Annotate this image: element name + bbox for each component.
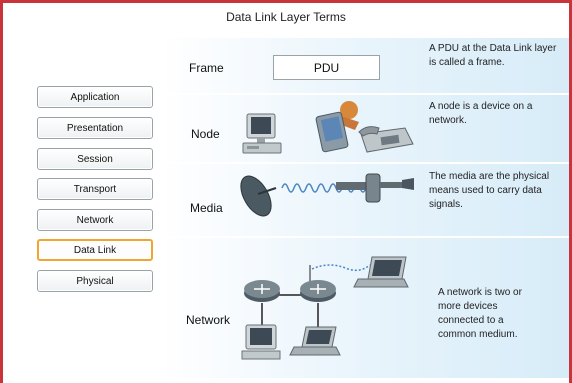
frame-label: Frame: [189, 61, 224, 75]
media-description-line: signals.: [429, 199, 463, 210]
frame-description-line: A PDU at the Data Link layer: [429, 43, 557, 54]
node-description-line: network.: [429, 115, 467, 126]
media-description-line: The media are the physical: [429, 171, 550, 182]
media-row-band: [160, 164, 569, 236]
router-icon: [300, 280, 336, 302]
satellite-dish-icon: [240, 175, 277, 217]
frame-description: A PDU at the Data Link layer is called a…: [429, 42, 556, 70]
layer-button-transport[interactable]: Transport: [37, 178, 153, 200]
router-icon: [244, 280, 280, 302]
network-description: A network is two or more devices connect…: [438, 286, 522, 342]
network-description-line: common medium.: [438, 329, 518, 340]
node-description: A node is a device on a network.: [429, 100, 532, 128]
pdu-box: PDU: [273, 55, 380, 80]
laptop-icon: [353, 256, 409, 288]
frame-description-line: is called a frame.: [429, 57, 505, 68]
layer-button-presentation[interactable]: Presentation: [37, 117, 153, 139]
node-description-line: A node is a device on a: [429, 101, 533, 112]
media-description: The media are the physical means used to…: [429, 170, 549, 212]
network-label: Network: [186, 313, 231, 327]
network-description-line: A network is two or: [438, 287, 522, 298]
computer-icon: [241, 324, 281, 360]
layer-button-network[interactable]: Network: [37, 209, 153, 231]
media-description-line: means used to carry data: [429, 185, 542, 196]
telephone-icon: [358, 126, 414, 153]
layer-button-data-link[interactable]: Data Link: [37, 239, 153, 261]
layer-button-session[interactable]: Session: [37, 148, 153, 170]
cable-coil: [281, 183, 367, 193]
network-row-band: [160, 238, 569, 378]
network-diagram: [241, 256, 409, 360]
layer-button-physical[interactable]: Physical: [37, 270, 153, 292]
page-title: Data Link Layer Terms: [226, 10, 346, 24]
computer-icon: [242, 113, 282, 154]
antenna-icon: [336, 173, 414, 203]
pda-icon: [315, 101, 359, 153]
laptop-icon: [289, 326, 341, 356]
network-description-line: more devices: [438, 301, 498, 312]
layer-button-application[interactable]: Application: [37, 86, 153, 108]
network-description-line: connected to a: [438, 315, 504, 326]
media-label: Media: [190, 201, 223, 215]
node-label: Node: [191, 127, 220, 141]
